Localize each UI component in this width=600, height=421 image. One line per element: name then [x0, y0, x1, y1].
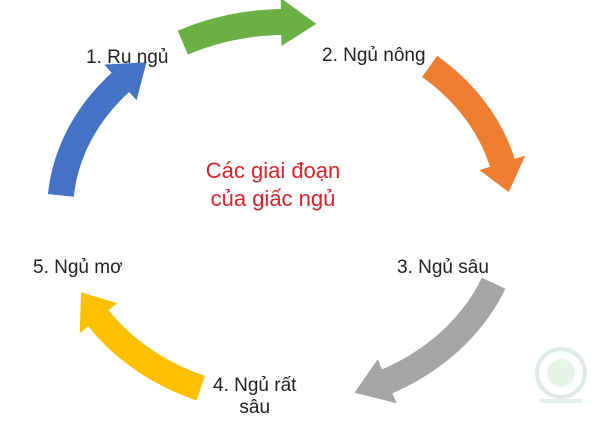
stage-1-label: 1. Ru ngủ: [86, 47, 169, 68]
stage-5-label: 5. Ngủ mơ: [33, 257, 123, 278]
cycle-arrow-1: [177, 0, 317, 55]
organization-seal-icon: [535, 347, 587, 403]
diagram-title-line1: Các giai đoạn: [205, 158, 341, 183]
stage-2-label: 2. Ngủ nông: [322, 45, 426, 66]
cycle-arrow-5: [47, 62, 147, 197]
cycle-arrow-4: [79, 292, 205, 401]
cycle-arrow-3: [354, 277, 506, 404]
diagram-title: Các giai đoạn của giấc ngủ: [178, 157, 368, 213]
stage-4-label-line1: 4. Ngủ rất: [213, 375, 297, 396]
stage-4-label-line2: sâu: [239, 397, 271, 418]
cycle-arrow-2: [422, 55, 526, 193]
diagram-title-line2: của giấc ngủ: [210, 186, 336, 211]
stage-3-label: 3. Ngủ sâu: [397, 257, 489, 278]
stage-4-label: 4. Ngủ rất sâu: [213, 375, 296, 419]
